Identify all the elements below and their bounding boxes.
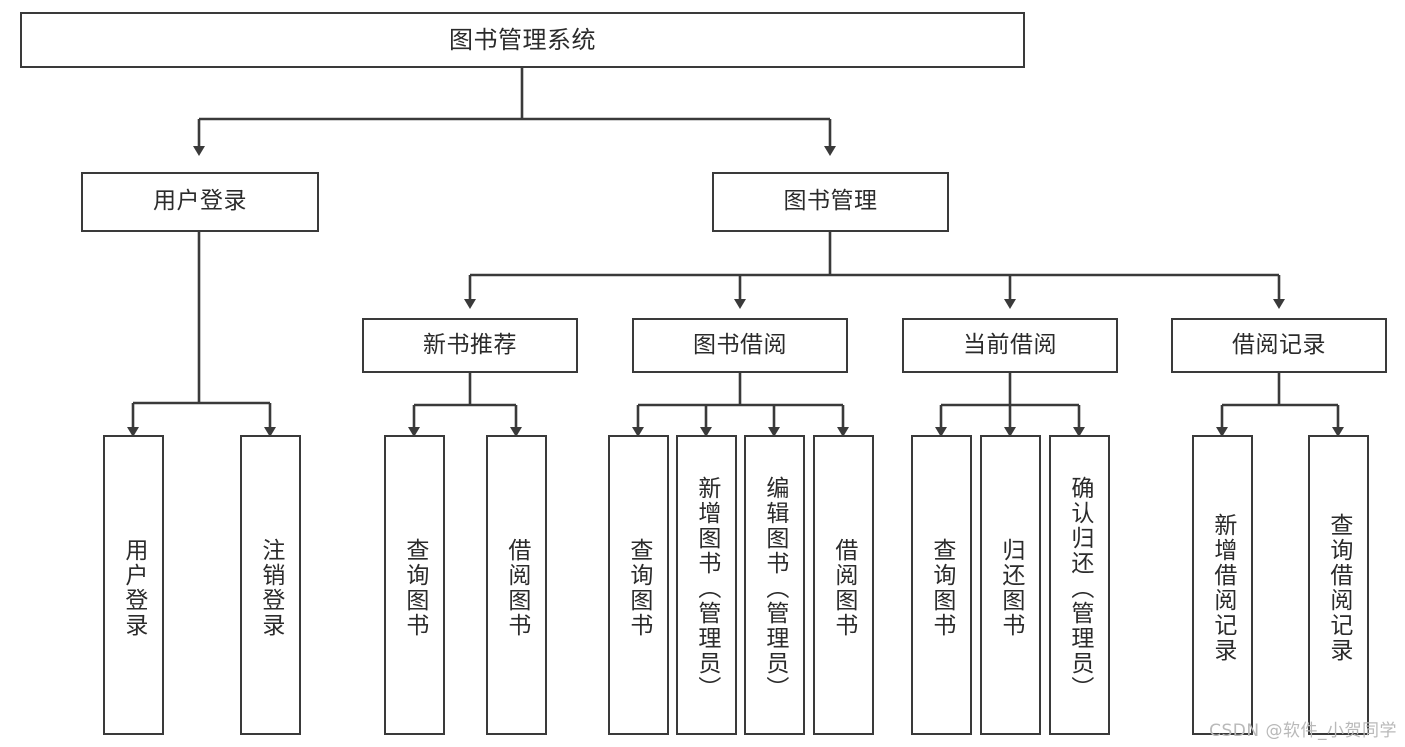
node-user-login-label: 用户登录	[153, 188, 247, 215]
node-leaf-record-query-label: 查询借阅记录	[1325, 513, 1352, 663]
node-leaf-user-login[interactable]: 用户登录	[103, 435, 164, 735]
node-book-manage-label: 图书管理	[783, 188, 878, 215]
csdn-watermark: CSDN @软件_小贺同学	[1209, 721, 1397, 741]
node-leaf-logout[interactable]: 注销登录	[240, 435, 301, 735]
node-leaf-current-query-label: 查询图书	[928, 538, 955, 638]
node-new-book-label: 新书推荐	[423, 331, 517, 358]
node-leaf-current-confirm-label: 确认归还（管理员）	[1066, 475, 1093, 701]
node-leaf-record-add[interactable]: 新增借阅记录	[1192, 435, 1253, 735]
node-current-borrow-label: 当前借阅	[963, 331, 1057, 358]
node-leaf-borrow-add[interactable]: 新增图书（管理员）	[676, 435, 737, 735]
node-leaf-record-query[interactable]: 查询借阅记录	[1308, 435, 1369, 735]
node-book-borrow[interactable]: 图书借阅	[632, 318, 848, 373]
node-leaf-current-return[interactable]: 归还图书	[980, 435, 1041, 735]
node-leaf-borrow-add-label: 新增图书（管理员）	[693, 475, 720, 701]
node-leaf-record-add-label: 新增借阅记录	[1209, 513, 1236, 663]
node-leaf-user-login-label: 用户登录	[120, 538, 147, 638]
node-leaf-borrow-edit[interactable]: 编辑图书（管理员）	[744, 435, 805, 735]
node-leaf-current-confirm[interactable]: 确认归还（管理员）	[1049, 435, 1110, 735]
node-borrow-record[interactable]: 借阅记录	[1171, 318, 1387, 373]
node-root-label: 图书管理系统	[449, 25, 596, 54]
node-leaf-newbook-query[interactable]: 查询图书	[384, 435, 445, 735]
node-leaf-newbook-query-label: 查询图书	[401, 538, 428, 638]
node-current-borrow[interactable]: 当前借阅	[902, 318, 1118, 373]
node-leaf-current-query[interactable]: 查询图书	[911, 435, 972, 735]
node-leaf-newbook-borrow[interactable]: 借阅图书	[486, 435, 547, 735]
node-leaf-borrow-book-label: 借阅图书	[830, 538, 857, 638]
node-leaf-borrow-book[interactable]: 借阅图书	[813, 435, 874, 735]
node-book-manage[interactable]: 图书管理	[712, 172, 949, 232]
node-borrow-record-label: 借阅记录	[1232, 331, 1326, 358]
node-leaf-borrow-query[interactable]: 查询图书	[608, 435, 669, 735]
node-new-book[interactable]: 新书推荐	[362, 318, 578, 373]
node-root[interactable]: 图书管理系统	[20, 12, 1025, 68]
node-leaf-borrow-edit-label: 编辑图书（管理员）	[761, 475, 788, 701]
node-leaf-logout-label: 注销登录	[257, 538, 284, 638]
node-book-borrow-label: 图书借阅	[693, 331, 787, 358]
node-leaf-borrow-query-label: 查询图书	[625, 538, 652, 638]
node-user-login[interactable]: 用户登录	[81, 172, 319, 232]
node-leaf-current-return-label: 归还图书	[997, 538, 1024, 638]
node-leaf-newbook-borrow-label: 借阅图书	[503, 538, 530, 638]
